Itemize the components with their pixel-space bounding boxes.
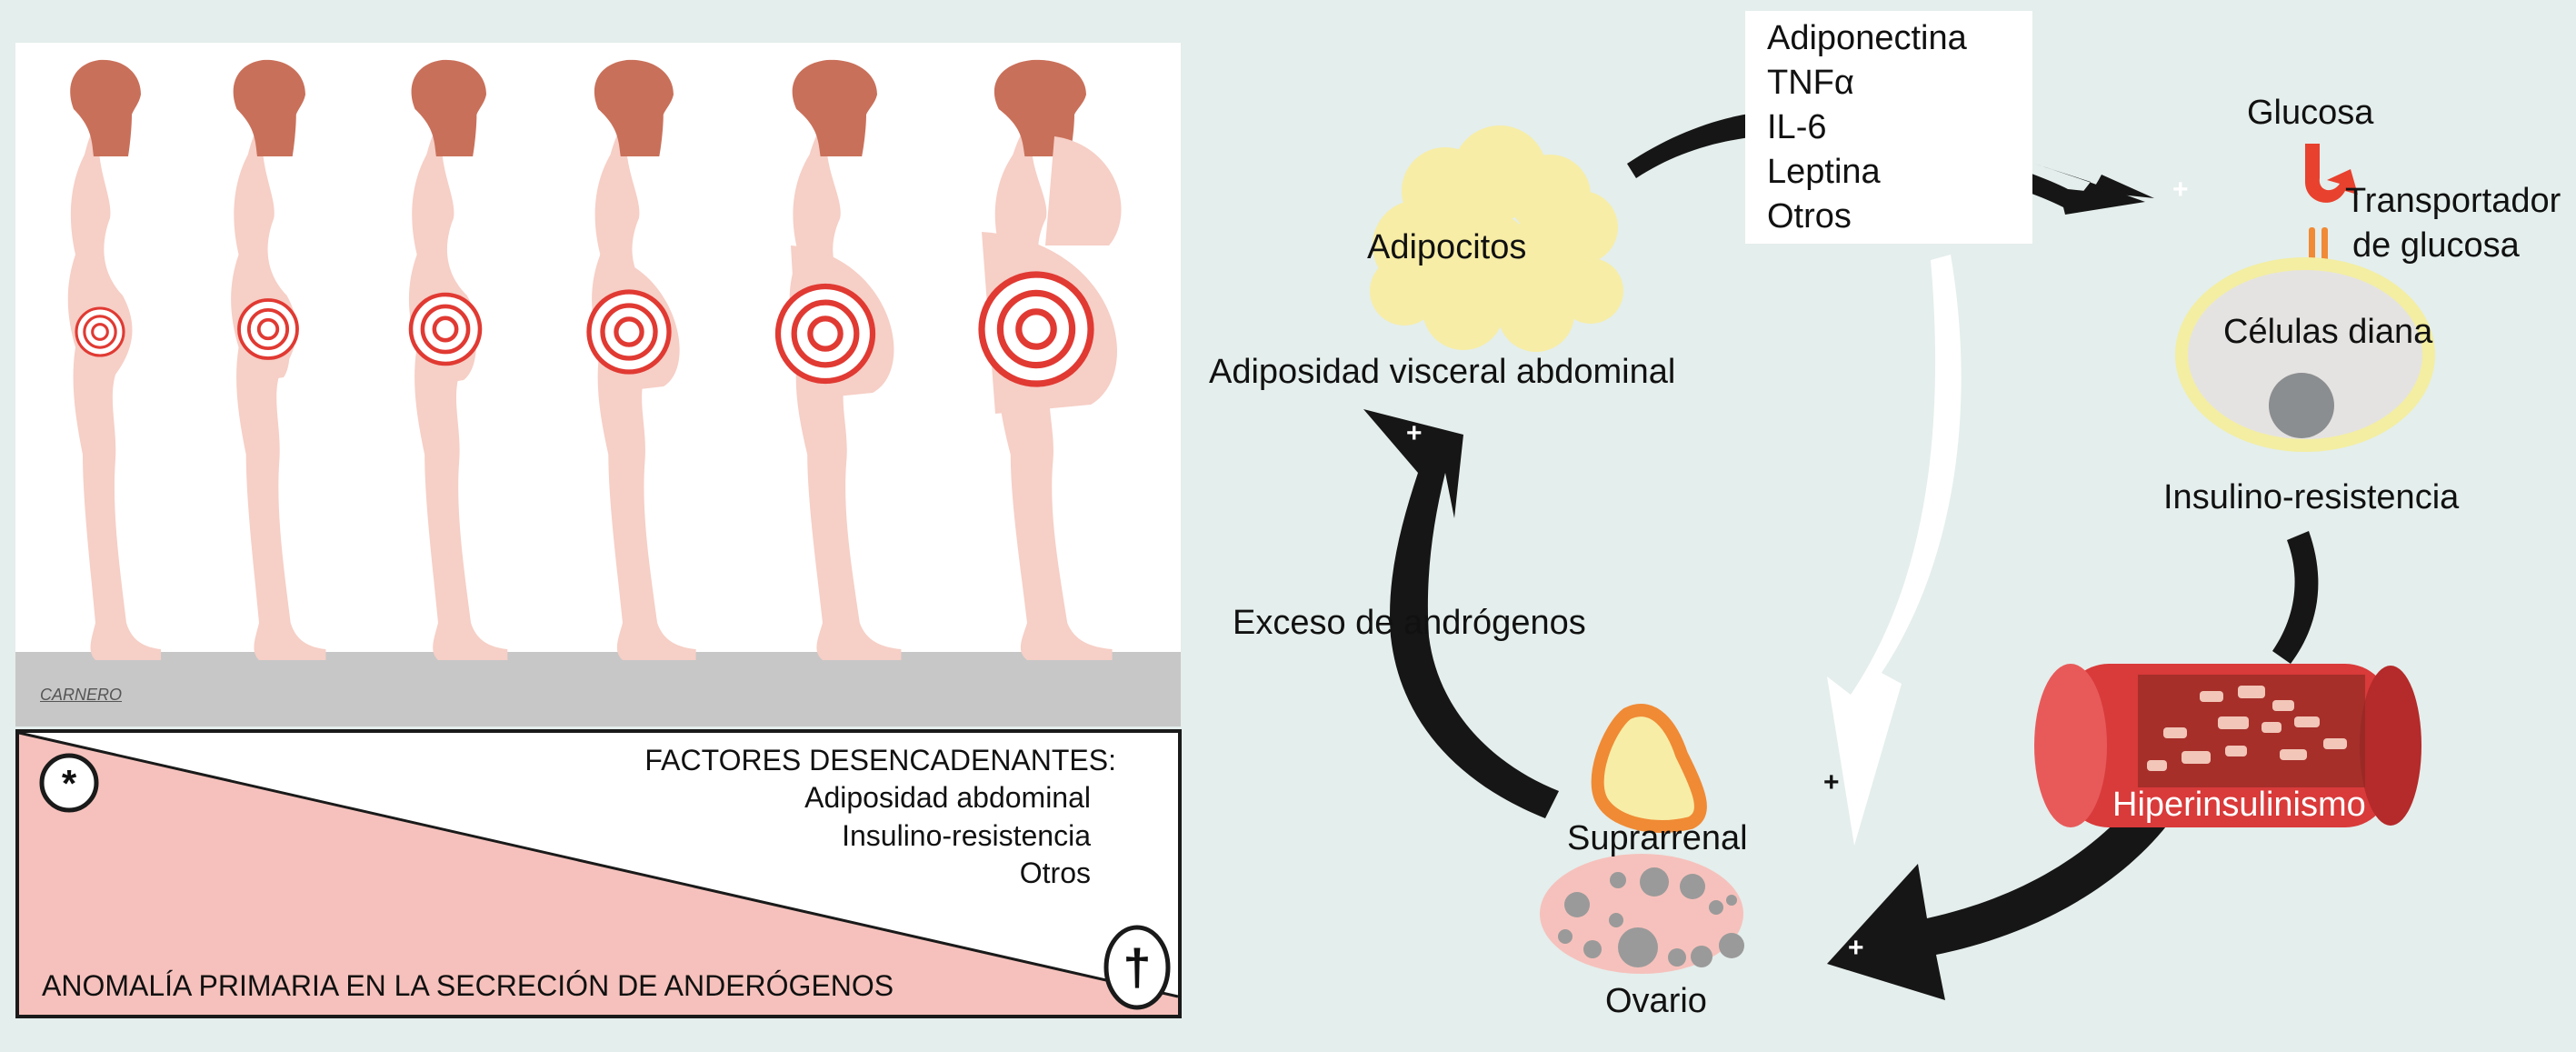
cell-nucleus — [2269, 373, 2334, 438]
mediator-item: TNFα — [1767, 64, 1854, 102]
primary-anomaly-label: ANOMALÍA PRIMARIA EN LA SECRECIÓN DE AND… — [42, 969, 894, 1002]
stage-figure — [409, 59, 508, 661]
mediator-item: Leptina — [1767, 153, 1881, 191]
adipocytes-cloud — [1370, 125, 1623, 352]
trigger-item: Otros — [1019, 857, 1091, 889]
insulin-resistance-label: Insulino-resistencia — [2163, 478, 2460, 516]
androgen-excess-label: Exceso de andrógenos — [1233, 604, 1586, 642]
asterisk-symbol: * — [61, 762, 77, 805]
cross-symbol: † — [1123, 938, 1152, 996]
artist-signature: CARNERO — [40, 686, 123, 704]
mediator-item: Otros — [1767, 197, 1852, 235]
stage-figure — [231, 59, 326, 661]
mediator-item: Adiponectina — [1767, 19, 1967, 57]
arrow-mediators-to-ovary — [1827, 255, 1962, 846]
plus-sign: + — [2172, 175, 2189, 205]
target-cells-label: Células diana — [2223, 313, 2433, 351]
target-cell — [2175, 257, 2435, 452]
stage-figure — [589, 59, 696, 661]
stage-figure — [778, 59, 902, 661]
mediators-box: Adiponectina TNFα IL-6 Leptina Otros — [1745, 11, 2032, 244]
arrow-hyperinsulinism-to-ovary — [1827, 800, 2172, 1000]
arrow-resistance-to-hyperinsulinism — [2272, 531, 2319, 664]
adrenal-label: Suprarrenal — [1567, 819, 1748, 857]
triggers-title: FACTORES DESENCADENANTES: — [644, 744, 1116, 776]
glucose-arrow-icon — [2305, 144, 2358, 203]
visceral-adiposity-label: Adiposidad visceral abdominal — [1209, 353, 1676, 391]
transporter-label: de glucosa — [2352, 226, 2520, 265]
glucose-label: Glucosa — [2247, 94, 2374, 132]
stage-figure — [67, 59, 161, 661]
adipocytes-label: Adipocitos — [1367, 228, 1527, 266]
ovary-label: Ovario — [1605, 982, 1707, 1020]
adrenal-gland — [1591, 704, 1707, 833]
ovary — [1540, 854, 1744, 974]
transporter-label: Transportador — [2345, 182, 2561, 220]
cross-badge — [1103, 925, 1171, 1010]
arrow-androgens-to-adiposity — [1363, 409, 1559, 818]
plus-sign: + — [1848, 933, 1864, 963]
hyperinsulinism-label: Hiperinsulinismo — [2112, 786, 2366, 824]
blood-vessel — [2034, 664, 2421, 827]
asterisk-badge — [39, 753, 99, 813]
plus-sign: + — [1406, 418, 1423, 448]
trigger-item: Adiposidad abdominal — [804, 781, 1091, 814]
stage-figure — [982, 59, 1122, 661]
mediator-item: IL-6 — [1767, 108, 1827, 146]
trigger-item: Insulino-resistencia — [842, 819, 1091, 852]
floor-strip — [15, 652, 1181, 726]
primary-anomaly-wedge — [19, 733, 1178, 1015]
plus-sign: + — [1823, 767, 1840, 797]
